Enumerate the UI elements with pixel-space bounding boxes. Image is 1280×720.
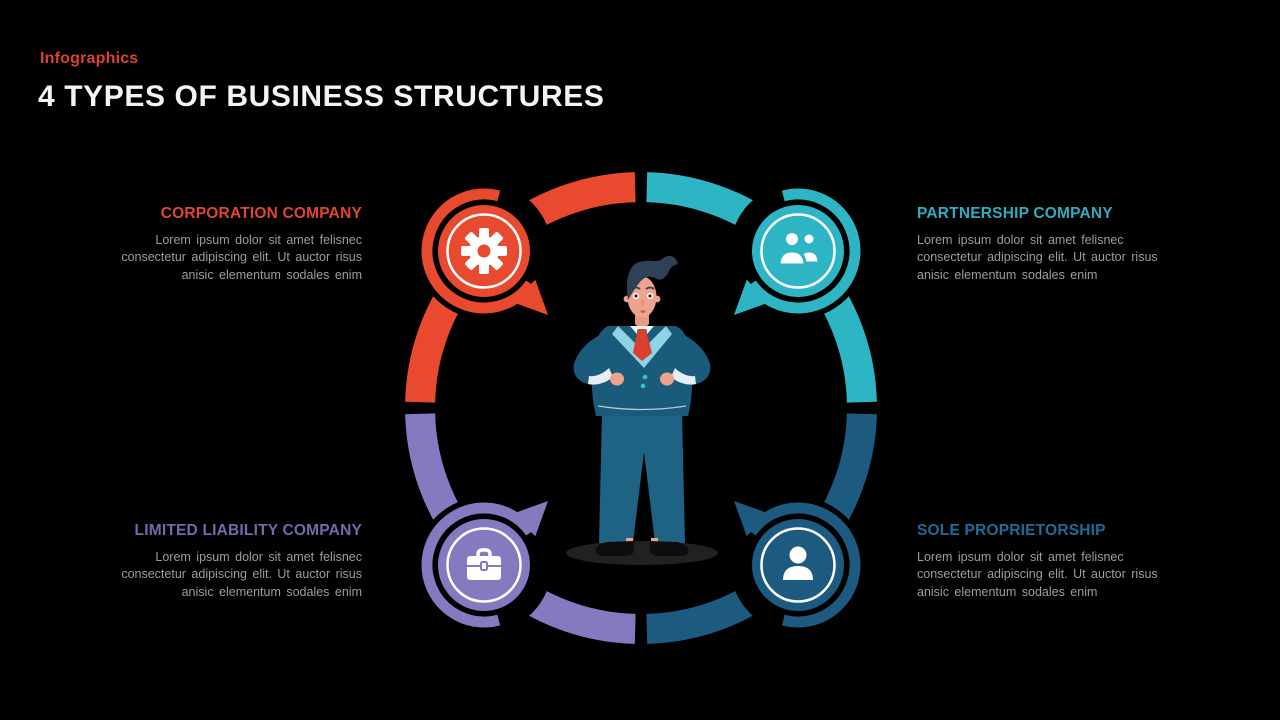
- person-icon: [783, 546, 813, 580]
- badge-sole-proprietorship: [730, 497, 866, 633]
- item-corporation-label: CORPORATION COMPANY: [160, 205, 362, 222]
- item-partnership: PARTNERSHIP COMPANY Lorem ipsum dolor si…: [917, 205, 1171, 284]
- item-partnership-body: Lorem ipsum dolor sit amet felisnec cons…: [917, 232, 1158, 282]
- gear-icon: [461, 228, 507, 274]
- briefcase-icon: [467, 548, 501, 580]
- floor-shadow: [566, 541, 718, 565]
- businessman-illustration: [566, 255, 718, 565]
- item-sole-proprietorship: SOLE PROPRIETORSHIP Lorem ipsum dolor si…: [917, 522, 1171, 601]
- item-corporation: CORPORATION COMPANY Lorem ipsum dolor si…: [108, 205, 362, 284]
- item-corporation-body: Lorem ipsum dolor sit amet felisnec cons…: [121, 232, 362, 282]
- item-sole-proprietorship-label: SOLE PROPRIETORSHIP: [917, 522, 1106, 539]
- partnership-people-icon: [777, 230, 821, 267]
- item-limited-liability: LIMITED LIABILITY COMPANY Lorem ipsum do…: [108, 522, 362, 601]
- eyebrow-label: Infographics: [40, 50, 139, 67]
- item-partnership-label: PARTNERSHIP COMPANY: [917, 205, 1113, 222]
- item-sole-proprietorship-body: Lorem ipsum dolor sit amet felisnec cons…: [917, 549, 1158, 599]
- page-title: 4 TYPES OF BUSINESS STRUCTURES: [38, 80, 605, 113]
- item-limited-liability-label: LIMITED LIABILITY COMPANY: [134, 522, 362, 539]
- item-limited-liability-body: Lorem ipsum dolor sit amet felisnec cons…: [121, 549, 362, 599]
